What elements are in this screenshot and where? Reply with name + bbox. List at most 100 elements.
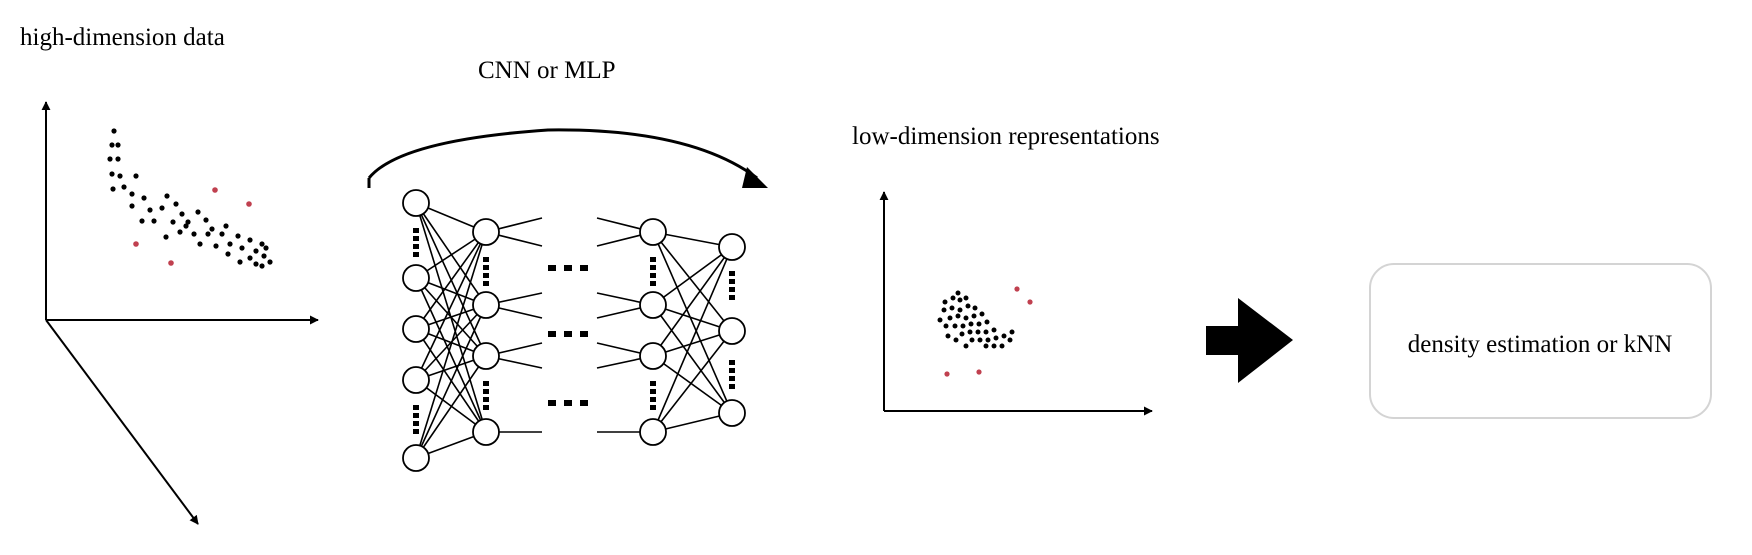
data-point (197, 241, 203, 247)
data-point (952, 323, 958, 329)
ellipsis-icon (548, 265, 556, 271)
input-layer-node (402, 264, 430, 292)
data-point (235, 233, 241, 239)
ellipsis-icon (650, 397, 656, 402)
data-point (975, 329, 981, 335)
ellipsis-icon (729, 279, 735, 284)
anomaly-point (944, 371, 950, 377)
anomaly-point (246, 201, 252, 207)
connection (415, 231, 487, 330)
ellipsis-icon (483, 265, 489, 270)
data-point (1009, 329, 1015, 335)
data-point (949, 305, 955, 311)
neural-network-icon (402, 189, 746, 472)
data-point (164, 193, 170, 199)
data-point (139, 218, 145, 224)
ellipsis-icon (483, 405, 489, 410)
ellipsis-icon (564, 331, 572, 337)
ellipsis-icon (483, 397, 489, 402)
data-point (991, 327, 997, 333)
data-point (195, 209, 201, 215)
output-normal-points (937, 290, 1015, 349)
data-point (957, 307, 963, 313)
ellipsis-icon (650, 381, 656, 386)
input-layer-node (402, 189, 430, 217)
ellipsis-icon (548, 400, 556, 406)
data-point (968, 321, 974, 327)
downstream-label: density estimation or kNN (1408, 331, 1673, 358)
data-point (259, 241, 265, 247)
input-data-label: high-dimension data (20, 24, 225, 51)
input-layer-node (402, 315, 430, 343)
ellipsis-icon (413, 244, 419, 249)
ellipsis-icon (483, 381, 489, 386)
data-point (969, 337, 975, 343)
ellipsis-icon (650, 257, 656, 262)
data-point (984, 319, 990, 325)
connection (652, 304, 733, 414)
data-point (259, 263, 265, 269)
data-point (267, 259, 273, 265)
ellipsis-icon (580, 400, 588, 406)
data-point (163, 234, 169, 240)
data-point (253, 261, 259, 267)
data-point (955, 290, 961, 296)
data-point (983, 343, 989, 349)
ellipsis-icon (413, 413, 419, 418)
output-anomaly-points (944, 286, 1033, 377)
anomaly-point (976, 369, 982, 375)
data-point (109, 171, 115, 177)
data-point (203, 217, 209, 223)
data-point (963, 295, 969, 301)
data-point (115, 156, 121, 162)
data-point (183, 223, 189, 229)
data-point (942, 299, 948, 305)
ellipsis-icon (729, 360, 735, 365)
data-point (247, 237, 253, 243)
output-layer-node (718, 233, 746, 261)
data-point (945, 333, 951, 339)
data-point (223, 223, 229, 229)
anomaly-point (212, 187, 218, 193)
data-point (237, 259, 243, 265)
ellipsis-icon (413, 228, 419, 233)
ellipsis-icon (413, 405, 419, 410)
connection (415, 355, 487, 459)
input-layer-node (402, 366, 430, 394)
data-point (957, 297, 963, 303)
data-point (261, 253, 267, 259)
input-normal-points (107, 128, 273, 269)
data-point (993, 335, 999, 341)
ellipsis-icon (413, 252, 419, 257)
data-point (141, 195, 147, 201)
data-point (1001, 333, 1007, 339)
connection (652, 246, 733, 306)
hidden-layer-node (472, 418, 500, 446)
data-point (111, 128, 117, 134)
data-point (959, 331, 965, 337)
data-point (129, 203, 135, 209)
data-point (117, 173, 123, 179)
data-point (950, 295, 956, 301)
ellipsis-icon (729, 295, 735, 300)
connection (652, 231, 733, 332)
encoder-label: CNN or MLP (478, 57, 616, 84)
data-point (253, 248, 259, 254)
data-point (147, 207, 153, 213)
ellipsis-icon (413, 236, 419, 241)
data-point (963, 343, 969, 349)
data-point (225, 251, 231, 257)
data-point (943, 323, 949, 329)
ellipsis-icon (483, 257, 489, 262)
data-point (191, 231, 197, 237)
anomaly-point (168, 260, 174, 266)
data-point (979, 311, 985, 317)
ellipsis-icon (729, 384, 735, 389)
data-point (129, 191, 135, 197)
data-point (179, 211, 185, 217)
data-point (209, 226, 215, 232)
data-point (177, 229, 183, 235)
data-point (159, 205, 165, 211)
ellipsis-icon (650, 273, 656, 278)
